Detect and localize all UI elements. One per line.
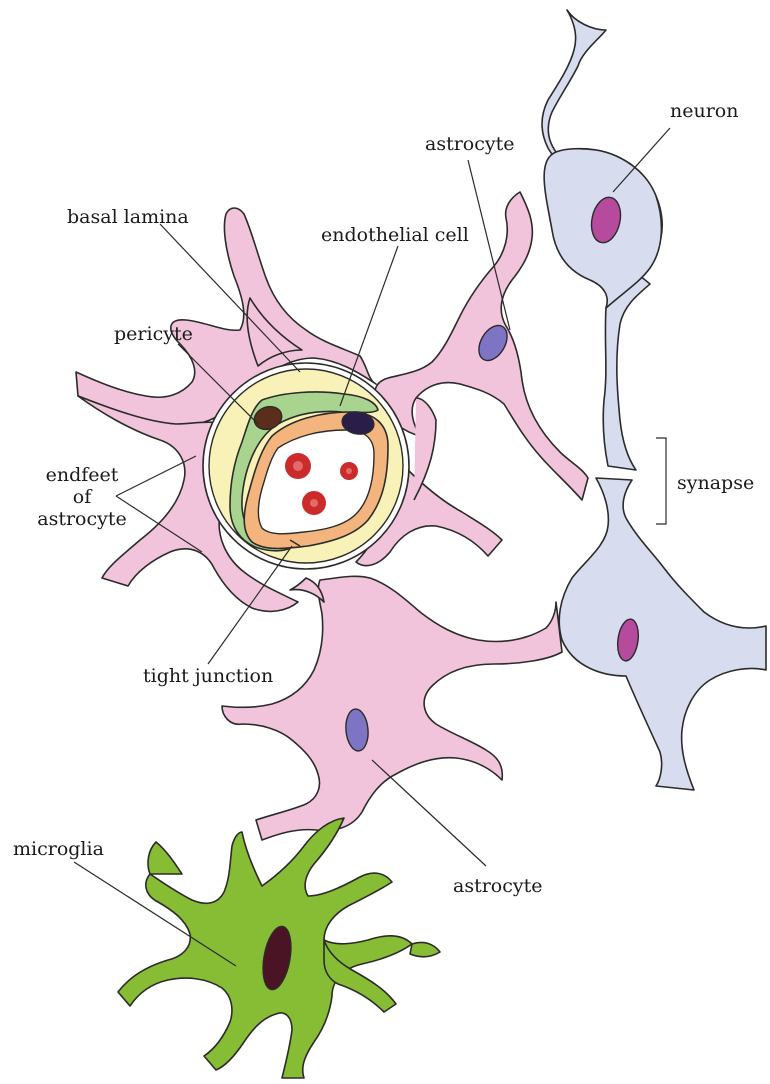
label-endfeet-line1: endfeet: [26, 464, 138, 486]
label-basal-lamina: basal lamina: [67, 206, 189, 228]
label-pericyte: pericyte: [114, 323, 193, 345]
synapse-bracket: [656, 438, 666, 524]
label-endothelial-cell: endothelial cell: [321, 224, 469, 246]
label-endfeet-line3: astrocyte: [26, 508, 138, 530]
label-endfeet: endfeet of astrocyte: [26, 464, 138, 530]
label-astrocyte-top: astrocyte: [425, 133, 515, 155]
label-neuron: neuron: [670, 100, 738, 122]
astrocyte-bottom: [222, 576, 562, 840]
label-microglia: microglia: [13, 838, 104, 860]
label-endfeet-line2: of: [26, 486, 138, 508]
label-astrocyte-bottom: astrocyte: [453, 875, 543, 897]
neuron-lower: [559, 478, 766, 790]
label-tight-junction: tight junction: [143, 665, 273, 687]
label-synapse: synapse: [677, 472, 754, 494]
leader-astrocyte-bottom: [372, 760, 486, 866]
